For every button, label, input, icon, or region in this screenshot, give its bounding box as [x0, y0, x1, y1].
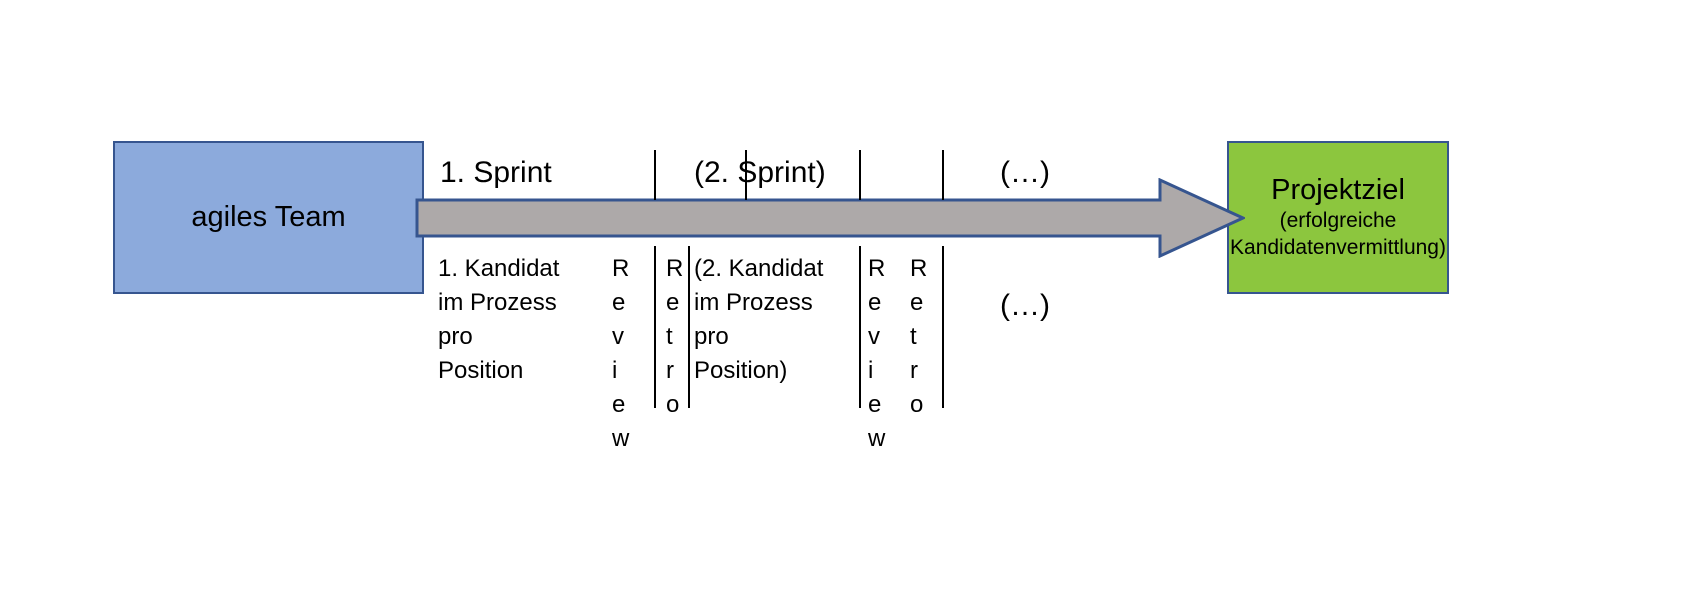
sprint-1-label: 1. Sprint	[440, 156, 552, 189]
vertical-letter: v	[612, 323, 624, 351]
vertical-letter: e	[868, 391, 882, 419]
vertical-letter: w	[612, 425, 630, 453]
vertical-letter: i	[612, 357, 618, 385]
vertical-letter: t	[910, 323, 917, 351]
vertical-letter: r	[910, 357, 918, 385]
vertical-letter: R	[612, 255, 630, 282]
sprint-2-detail: (2. Kandidat im Prozess pro Position)	[694, 255, 824, 385]
vertical-letter: e	[612, 289, 626, 317]
vertical-letter: R	[868, 255, 886, 282]
vertical-letter: t	[666, 323, 673, 351]
sprint-1-detail: 1. Kandidat im Prozess pro Position	[438, 255, 560, 385]
vertical-letter: e	[868, 289, 882, 317]
vertical-letter: i	[868, 357, 874, 385]
projektziel-box[interactable]: Projektziel (erfolgreiche Kandidatenverm…	[1227, 141, 1449, 294]
divider-bottom-4	[942, 246, 944, 408]
sprint-2-label: (2. Sprint)	[694, 156, 826, 189]
divider-bottom-3	[859, 246, 861, 408]
vertical-letter: v	[868, 323, 880, 351]
vertical-letter: o	[910, 391, 924, 419]
agiles-team-label: agiles Team	[191, 201, 346, 234]
divider-top-4	[942, 150, 944, 200]
vertical-letter: R	[666, 255, 684, 282]
vertical-letter: e	[666, 289, 680, 317]
agiles-team-box[interactable]: agiles Team	[113, 141, 424, 294]
ellipsis-top-label: (…)	[1000, 156, 1050, 189]
divider-top-1	[654, 150, 656, 200]
vertical-letter: e	[612, 391, 626, 419]
vertical-letter: w	[868, 425, 886, 453]
divider-bottom-1	[654, 246, 656, 408]
divider-bottom-2	[688, 246, 690, 408]
projektziel-subtitle-line2: Kandidatenvermittlung)	[1230, 235, 1446, 259]
process-arrow	[415, 178, 1245, 258]
projektziel-title: Projektziel	[1271, 174, 1405, 207]
vertical-letter: R	[910, 255, 928, 282]
divider-top-3	[859, 150, 861, 200]
divider-top-2	[745, 150, 747, 200]
ellipsis-bottom-label: (…)	[1000, 289, 1050, 322]
vertical-letter: e	[910, 289, 924, 317]
vertical-letter: r	[666, 357, 674, 385]
vertical-letter: o	[666, 391, 680, 419]
projektziel-subtitle-line1: (erfolgreiche	[1279, 209, 1397, 233]
